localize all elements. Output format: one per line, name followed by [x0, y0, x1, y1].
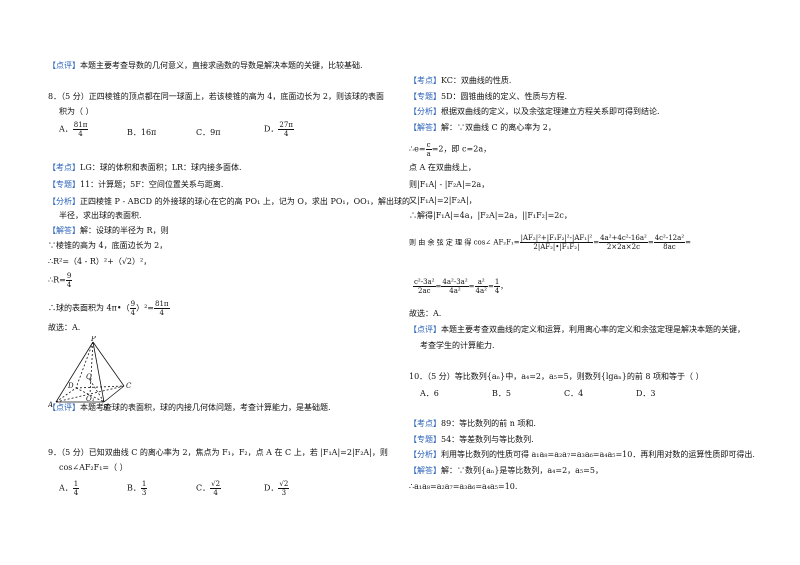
pyramid-figure: P D Q C A O₁ B: [48, 336, 132, 412]
q9-fenxi: 【分析】根据双曲线的定义，以及余弦定理建立方程关系即可得到结论.: [409, 107, 660, 116]
q10-option-c: C．4: [564, 389, 584, 398]
section-tag: 【点评】: [48, 403, 80, 412]
vertex-b: B: [102, 404, 108, 412]
q10-option-b: B．5: [492, 389, 511, 398]
q8-option-c: C．9π: [196, 128, 221, 137]
q8-dianping: 【点评】本题考查球的表面积，球的内接几何体问题，考查计算能力，是基础题.: [48, 403, 331, 412]
q10-stem: 10．（5 分）等比数列{aₙ}中，a₄=2，a₅=5，则数列{lgaₙ}的前 …: [409, 372, 704, 381]
q9-jieda-line3: 点 A 在双曲线上，: [409, 163, 476, 172]
q10-jieda-line2: ∴a₁a₈=a₂a₇=a₃a₆=a₄a₅=10.: [409, 482, 518, 491]
edge-bc: [103, 385, 125, 403]
section-tag: 【分析】: [48, 197, 80, 206]
q8-fenxi-line2: 半径，求出球的表面积.: [59, 211, 142, 220]
vertex-p: P: [90, 336, 96, 343]
q9-cosine-line: 则 由 余 弦 定 理 得 cos∠ AF₂F₁=|AF₂|²+|F₁F₂|²-…: [409, 234, 691, 251]
vertex-d: D: [67, 382, 74, 390]
diag-bd: [75, 387, 105, 403]
q8-stem-line2: 积为（ ）: [59, 107, 94, 116]
seg-ob: [89, 379, 105, 403]
section-tag: 【专题】: [409, 435, 441, 444]
section-tag: 【分析】: [409, 107, 441, 116]
q9-stem-line1: 9．（5 分）已知双曲线 C 的离心率为 2，焦点为 F₁，F₂，点 A 在 C…: [48, 448, 388, 457]
comment-line: 【点评】本题主要考查导数的几何意义，直接求函数的导数是解决本题的关键，比较基础.: [48, 61, 363, 70]
q9-jieda-line6: ∴解得|F₁A|=4a，|F₂A|=2a，||F₁F₂|=2c，: [409, 211, 572, 220]
q8-jieda-line1: 【解答】解：设球的半径为 R，则: [48, 226, 169, 235]
section-tag: 【专题】: [409, 92, 441, 101]
edge-pa: [55, 341, 94, 403]
q8-stem-line1: 8．（5 分）正四棱锥的顶点都在同一球面上，若该棱锥的高为 4，底面边长为 2，…: [48, 92, 384, 101]
edge-ad: [55, 387, 77, 403]
q10-zhuanti: 【专题】54：等差数列与等比数列.: [409, 435, 534, 444]
q10-option-d: D．3: [636, 389, 656, 398]
q8-jieda-line3: ∴R²=（4 - R）²+（√2）²，: [48, 257, 152, 266]
q9-stem-line2: cos∠AF₂F₁=（ ）: [59, 463, 128, 472]
height-po1: [89, 341, 94, 395]
section-tag: 【专题】: [48, 180, 80, 189]
section-tag: 【解答】: [409, 466, 441, 475]
q8-fenxi-line1: 【分析】正四棱锥 P - ABCD 的外接球的球心在它的高 PO₁ 上，记为 O…: [48, 197, 410, 206]
section-tag: 【考点】: [48, 163, 80, 172]
q9-dianping-line1: 【点评】本题主要考查双曲线的定义和运算，利用离心率的定义和余弦定理是解决本题的关…: [409, 325, 745, 334]
q8-zhuanti: 【专题】11：计算题；5F：空间位置关系与距离.: [48, 180, 224, 189]
q8-option-b: B．16π: [127, 128, 157, 137]
edge-pc: [92, 341, 125, 387]
q10-jieda-line1: 【解答】解：∵数列{aₙ}是等比数列，a₄=2，a₅=5，: [409, 466, 603, 475]
vertex-q: Q: [86, 373, 92, 381]
q9-zhuanti: 【专题】5D：圆锥曲线的定义、性质与方程.: [409, 92, 568, 101]
q9-kaodian: 【考点】KC：双曲线的性质.: [409, 76, 512, 85]
q9-jieda-line5: 又|F₁A|=2|F₂A|，: [409, 196, 477, 205]
q10-fenxi: 【分析】利用等比数列的性质可得 a₁a₈=a₂a₇=a₃a₆=a₄a₅=10．再…: [409, 450, 755, 459]
edge-pd: [75, 341, 94, 389]
q9-dianping-line2: 考查学生的计算能力.: [420, 341, 495, 350]
q9-answer: 故选：A.: [409, 309, 442, 318]
section-tag: 【点评】: [48, 61, 80, 70]
section-tag: 【点评】: [409, 325, 441, 334]
edge-pb: [92, 341, 105, 403]
q8-jieda-line2: ∵棱锥的高为 4，底面边长为 2，: [48, 241, 168, 250]
q10-kaodian: 【考点】89：等比数列的前 n 项和.: [409, 419, 536, 428]
vertex-c: C: [126, 382, 132, 390]
q8-kaodian: 【考点】LG：球的体积和表面积；LR：球内接多面体.: [48, 163, 242, 172]
q9-jieda-line1: 【解答】解：∵双曲线 C 的离心率为 2，: [409, 123, 556, 132]
vertex-a: A: [48, 401, 53, 409]
edge-dc: [75, 385, 125, 389]
section-tag: 【分析】: [409, 450, 441, 459]
section-tag: 【解答】: [409, 123, 441, 132]
q8-answer: 故选：A.: [48, 323, 81, 332]
vertex-o1: O₁: [86, 395, 95, 403]
section-tag: 【解答】: [48, 226, 80, 235]
q9-jieda-line4: 则|F₁A| - |F₂A|=2a，: [409, 180, 490, 189]
section-tag: 【考点】: [409, 76, 441, 85]
section-tag: 【考点】: [409, 419, 441, 428]
q10-option-a: A．6: [420, 389, 439, 398]
